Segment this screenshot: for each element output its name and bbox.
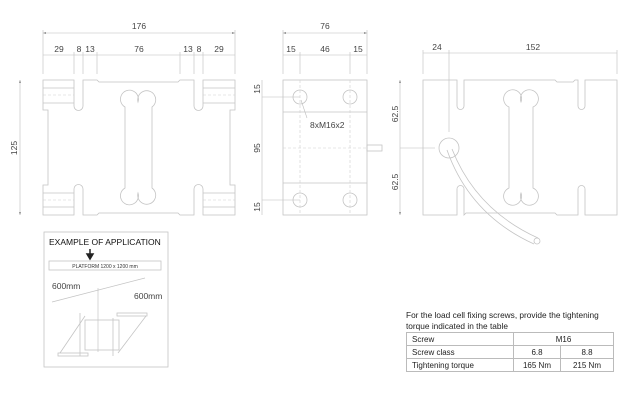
dim-seg: 46 [320, 44, 330, 54]
cell: 165 Nm [513, 358, 561, 372]
row-label: Screw class [406, 345, 514, 359]
dim-seg: 29 [54, 44, 64, 54]
dim-side-width: 76 [320, 21, 330, 31]
torque-note: For the load cell fixing screws, provide… [406, 310, 599, 331]
torque-table: Screw M16 Screw class 6.8 8.8 Tightening… [406, 332, 614, 372]
dim-seg: 15 [252, 84, 262, 94]
dim-width: 152 [526, 42, 540, 52]
dim-seg: 76 [134, 44, 144, 54]
dim-seg: 95 [252, 143, 262, 153]
down-arrow-icon [85, 249, 95, 261]
front-view: 176 29 8 13 76 13 8 29 125 [9, 21, 236, 216]
application-title: EXAMPLE OF APPLICATION [49, 237, 161, 247]
dim-seg: 62.5 [390, 173, 400, 190]
dim-left: 600mm [52, 281, 80, 291]
cell: 6.8 [513, 345, 561, 359]
application-example: EXAMPLE OF APPLICATION PLATFORM 1200 x 1… [43, 231, 169, 368]
cell: 8.8 [560, 345, 614, 359]
dim-seg: 15 [252, 202, 262, 212]
dim-seg: 62.5 [390, 105, 400, 122]
right-view: 24 152 62.5 62.5 [390, 42, 618, 245]
row-label: Tightening torque [406, 358, 514, 372]
table-row: Tightening torque 165 Nm 215 Nm [406, 358, 614, 372]
side-view: 76 15 46 15 15 95 15 8xM16x2 [252, 21, 383, 216]
cell: M16 [513, 332, 614, 346]
dim-seg: 15 [353, 44, 363, 54]
dim-height: 125 [9, 141, 19, 155]
dim-overall-width: 176 [132, 21, 146, 31]
dim-right: 600mm [134, 291, 162, 301]
table-row: Screw class 6.8 8.8 [406, 345, 614, 359]
dim-seg: 15 [286, 44, 296, 54]
dim-seg: 29 [214, 44, 224, 54]
dim-seg: 13 [85, 44, 95, 54]
dim-seg: 13 [183, 44, 193, 54]
cell: 215 Nm [560, 358, 614, 372]
hole-label: 8xM16x2 [310, 120, 345, 130]
row-label: Screw [406, 332, 514, 346]
dim-seg: 8 [197, 44, 202, 54]
platform-label: PLATFORM 1200 x 1200 mm [72, 264, 138, 270]
dim-offset: 24 [432, 42, 442, 52]
dim-seg: 8 [77, 44, 82, 54]
table-row: Screw M16 [406, 332, 614, 346]
